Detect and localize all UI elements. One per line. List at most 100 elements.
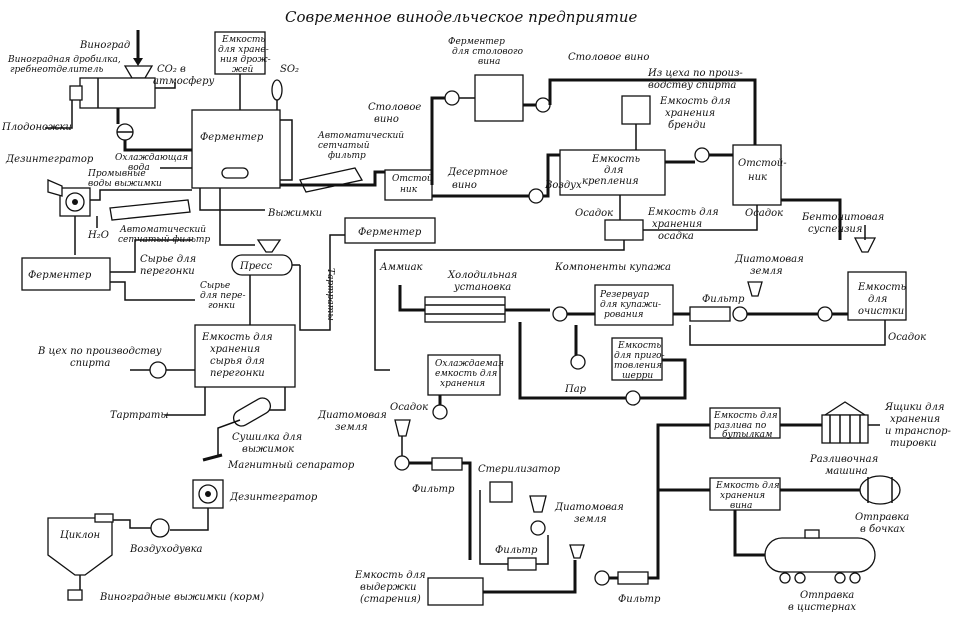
label-diatom-1-l1: Диатомовая [734,254,804,265]
label-sediment-store-l2: хранения [652,219,702,230]
label-sediment-3: Осадок [888,332,926,343]
label-raw-distill-l2: перегонки [140,266,195,277]
label-sherry-l3: товления [614,361,662,371]
left-fermenter-box [21,257,111,291]
label-fermenter-mid: Ферментер [358,227,422,238]
label-barrels-l1: Отправка [855,512,909,523]
pump-table-1 [444,90,460,106]
label-filter-1: Фильтр [702,294,745,305]
pump-diatom-2 [394,455,410,471]
label-bottling-tank-l3: бутылкам [722,429,773,440]
label-diatom-2-l1: Диатомовая [317,410,387,421]
bottling-machine [821,401,869,444]
label-raw-distill2-l2: для пере- [200,291,246,301]
raw-storage-box [194,324,296,388]
label-fermenter-table-l3: вина [478,57,500,67]
pump-sherry [570,354,586,370]
label-bentonite-l1: Бентонитовая [801,212,884,223]
label-filter-2: Фильтр [412,484,455,495]
label-settler-l2: ник [400,185,418,195]
label-wine-store-l2: хранения [720,491,765,501]
label-bentonite-l2: суспензия [808,224,862,235]
label-fermenter-table-l1: Ферментер [448,37,505,47]
label-magnet: Магнитный сепаратор [227,460,355,471]
label-storage-raw-l3: сырья для [210,356,265,367]
label-h2o: H₂O [87,230,109,241]
pump-sherry-out [625,390,641,406]
label-bottling-machine-l2: машина [825,466,868,477]
label-blower: Воздуходувка [129,544,203,555]
filter-4 [617,571,649,585]
label-table-wine-left-l1: Столовое [368,102,421,113]
settler-right [732,144,782,206]
label-brandy-l3: бренди [668,120,706,131]
label-cooling-unit-l2: установка [453,282,511,293]
label-bottling-machine-l1: Разливочная [809,454,878,465]
label-from-spirit-l2: водству спирта [648,80,736,91]
label-cooled-l1: Охлаждаемая [435,359,504,369]
sediment-storage [604,219,644,241]
label-boxes-l1: Ящики для [884,402,944,413]
label-sediment-2: Осадок [745,208,783,219]
label-sterilizer: Стерилизатор [478,464,561,475]
label-from-spirit-l1: Из цеха по произ- [647,68,743,79]
label-dryer-l2: выжимок [242,444,294,455]
bottling-tank [709,407,781,439]
label-storage-raw-l4: перегонки [210,368,265,379]
label-tartrates-mid: Тартраты [325,268,335,321]
label-press: Пресс [239,261,273,272]
label-table-wine-left-l2: вино [374,114,399,125]
diagram-title: Современное винодельческое предприятие [285,8,637,26]
blower [150,518,170,538]
label-aging-l3: (старения) [360,594,421,605]
label-boxes-l4: тировки [890,438,937,449]
label-co2-b: атмосферу [153,76,215,87]
barrel-icon [859,475,901,505]
label-cooling-unit-l1: Холодильная [447,270,517,281]
label-raw-distill-l1: Сырье для [140,254,196,265]
label-fortify-l2: для [604,165,623,176]
label-blend-components: Компоненты купажа [554,262,671,273]
label-boxes-l3: и транспор- [885,426,952,437]
label-disintegrator-top: Дезинтегратор [5,154,94,165]
sterilizer [489,481,513,503]
label-wine-store-l3: вина [730,501,752,511]
label-cyclone: Циклон [60,530,100,541]
cooled-storage [427,354,501,396]
label-pomace: Выжимки [267,208,322,219]
clean-tank [847,271,907,321]
label-storage-raw-l2: хранения [210,344,260,355]
label-steam: Пар [564,384,587,395]
pump-dessert [528,188,544,204]
label-settler-right-l1: Отстой- [738,158,787,169]
label-disintegrator-bottom: Дезинтегратор [229,492,318,503]
label-table-wine-top: Столовое вино [568,52,649,63]
tank-car-icon [764,529,876,584]
label-main-fermenter: Ферментер [200,132,264,143]
label-tartrates-left: Тартраты [110,410,169,421]
label-diatom-1-l2: земля [750,266,783,277]
label-auto-filter-top-l2: сетчатый [318,141,370,151]
label-air: Воздух [544,180,582,191]
label-cooled-l2: емкость для [435,369,497,379]
label-boxes-l2: хранения [890,414,940,425]
label-sediment-store-l1: Емкость для [647,207,719,218]
label-raw-distill2-l1: Сырье [200,281,230,291]
label-barrels-l2: в бочках [860,524,905,535]
label-diatom-2-l2: земля [335,422,368,433]
label-dryer-l1: Сушилка для [232,432,302,443]
dryer-box [232,397,272,427]
filter-3 [507,557,537,571]
label-to-spirit-l2: спирта [70,358,110,369]
label-tanks-l1: Отправка [800,590,854,601]
filter-1 [689,306,731,322]
label-yeast-l3: ния дрож- [220,55,271,65]
label-filter-3: Фильтр [495,545,538,556]
label-diatom-3-l1: Диатомовая [554,502,624,513]
label-to-spirit-l1: В цех по производству [37,346,162,357]
label-fortify-l1: Емкость [591,154,640,165]
label-wash-l1: Промывные [87,169,146,179]
label-dessert-l1: Десертное [447,167,508,178]
label-clean-tank-l2: для [868,294,887,305]
